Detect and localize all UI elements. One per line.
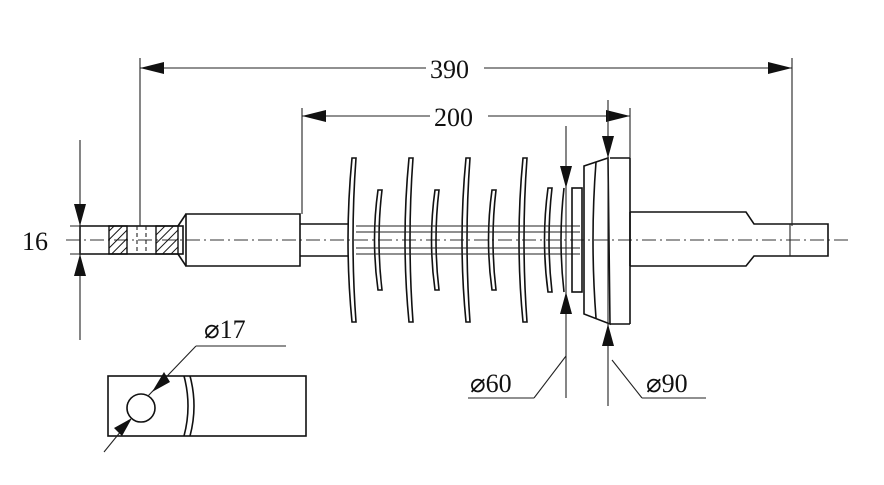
shed-small (430, 189, 440, 291)
dimension-200: 200 (301, 100, 631, 214)
shed-large (461, 157, 471, 323)
hole (126, 393, 156, 423)
shed-large (518, 157, 528, 323)
dimension-dia-90-label: ⌀90 (646, 369, 688, 398)
dimension-16-label: 16 (22, 227, 48, 256)
dimension-dia-60-label: ⌀60 (470, 369, 512, 398)
shed-large (404, 157, 414, 323)
shed-small (487, 189, 497, 291)
dimension-16: 16 (22, 140, 108, 340)
dimension-dia-90: ⌀90 (602, 100, 706, 406)
left-end-fitting (79, 213, 187, 267)
shed-small (373, 189, 383, 291)
dimension-390-label: 390 (430, 55, 469, 84)
shed-small (543, 187, 553, 293)
detail-view: ⌀17 (103, 315, 307, 453)
dimension-390: 390 (139, 50, 793, 226)
dimension-dia-17-label: ⌀17 (204, 315, 246, 344)
left-sleeve (185, 213, 301, 267)
shed-large (347, 157, 357, 323)
grading-ring (560, 156, 631, 326)
dimension-200-label: 200 (434, 103, 473, 132)
dimension-dia-60: ⌀60 (468, 126, 572, 399)
sheds (347, 157, 580, 323)
right-end-fitting (629, 211, 829, 267)
